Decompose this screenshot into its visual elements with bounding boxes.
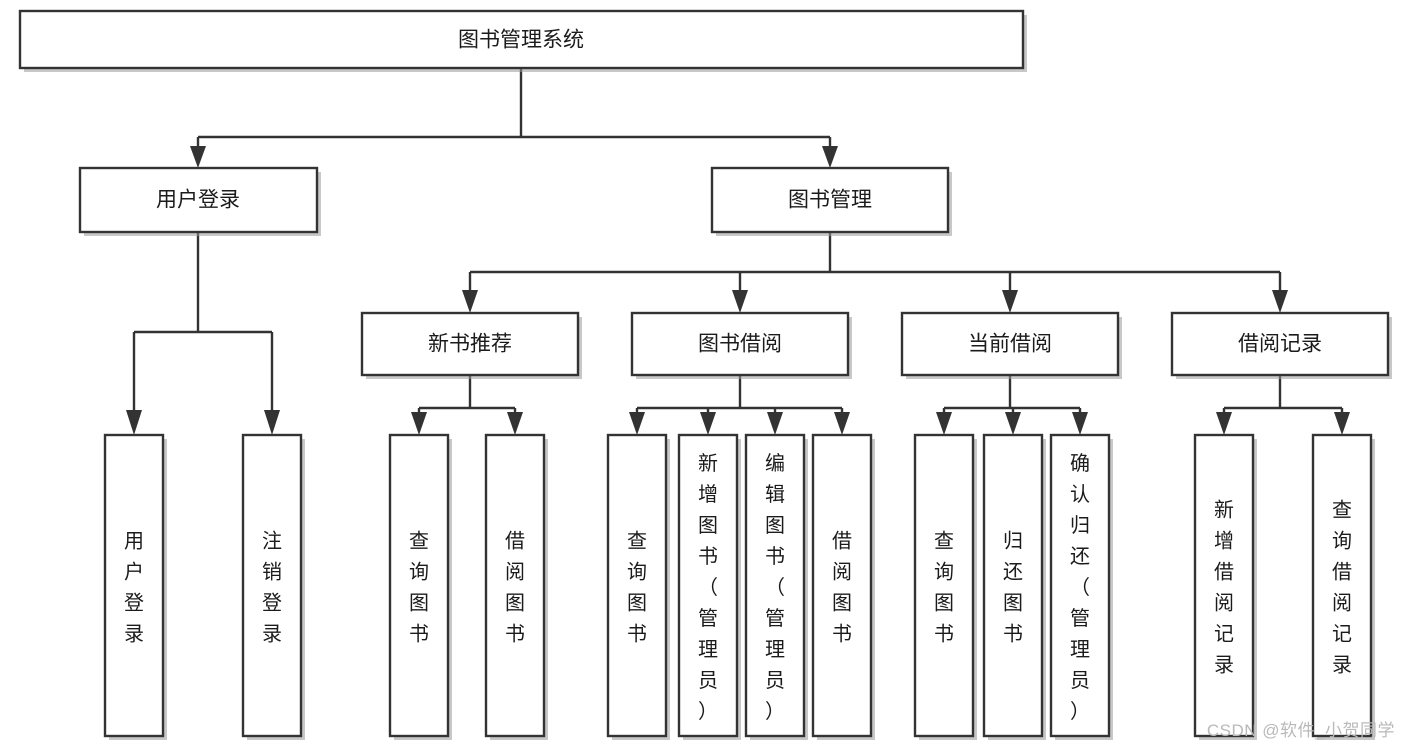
leaf-node-0-box [103, 433, 165, 738]
leaf-node-8-label: 查询图书 [934, 530, 954, 646]
leaf-node-6-label: 编辑图书（管理员） [765, 452, 785, 723]
node-new-book-recommend[interactable]: 新书推荐 [360, 311, 582, 379]
node-user-login-label: 用户登录 [156, 189, 240, 212]
arrow-head-record [1272, 290, 1288, 313]
node-borrow-record-label: 借阅记录 [1238, 333, 1322, 356]
arrow-head-leaf-add-book [700, 412, 716, 435]
leaf-node-4-label: 查询图书 [627, 530, 647, 646]
leaf-node-12[interactable]: 查询借阅记录 [1311, 433, 1375, 740]
arrow-head-leaf-logout [264, 410, 280, 435]
node-book-borrow[interactable]: 图书借阅 [630, 311, 852, 379]
node-book-management[interactable]: 图书管理 [710, 166, 952, 236]
leaf-node-5-box [677, 433, 739, 738]
node-borrow-record-box [1170, 311, 1390, 377]
leaf-node-9-label: 归还图书 [1003, 530, 1023, 646]
leaf-node-12-label: 查询借阅记录 [1332, 499, 1352, 677]
node-book-management-label: 图书管理 [788, 189, 872, 212]
arrow-head-leaf-confirm-return [1072, 412, 1088, 435]
node-new-book-recommend-label: 新书推荐 [428, 333, 512, 356]
leaf-node-7-label: 借阅图书 [832, 530, 852, 646]
arrow-head-current [1002, 290, 1018, 313]
node-current-borrow-label: 当前借阅 [968, 333, 1052, 356]
leaf-node-6[interactable]: 编辑图书（管理员） [744, 433, 808, 740]
arrow-head-book-mgmt [822, 146, 838, 168]
leaf-node-8[interactable]: 查询图书 [913, 433, 977, 740]
arrow-head-leaf-borrow-book-2 [834, 412, 850, 435]
leaf-node-10[interactable]: 确认归还（管理员） [1049, 433, 1113, 740]
arrow-head-user-login [190, 146, 206, 168]
leaf-node-1[interactable]: 注销登录 [241, 433, 305, 740]
leaf-node-7-box [811, 433, 873, 738]
leaf-node-11-box [1193, 433, 1255, 738]
leaf-node-7[interactable]: 借阅图书 [811, 433, 875, 740]
leaf-node-layer: 用户登录 注销登录 查询图书 借阅图书 查询图书 新增图书（管理员） 编辑图书（管理员） 借阅… [103, 433, 1375, 740]
watermark-credit: CSDN @软件_小贺同学 [1206, 721, 1395, 740]
node-current-borrow-box [900, 311, 1120, 377]
arrow-head-leaf-query-record [1334, 412, 1350, 435]
leaf-node-5[interactable]: 新增图书（管理员） [677, 433, 741, 740]
leaf-node-2[interactable]: 查询图书 [388, 433, 452, 740]
arrow-head-leaf-query-book-1 [411, 412, 427, 435]
arrow-head-leaf-user-login [126, 410, 142, 435]
node-book-borrow-box [630, 311, 850, 377]
leaf-node-8-box [913, 433, 975, 738]
leaf-node-12-box [1311, 433, 1373, 738]
leaf-node-2-box [388, 433, 450, 738]
node-user-login-box [78, 166, 319, 234]
node-new-book-recommend-box [360, 311, 580, 377]
node-root-box [18, 9, 1025, 70]
leaf-node-3-label: 借阅图书 [505, 530, 525, 646]
arrow-head-leaf-query-book-3 [936, 412, 952, 435]
arrow-head-leaf-add-record [1216, 412, 1232, 435]
connector-group [126, 68, 1350, 435]
leaf-node-5-label: 新增图书（管理员） [698, 452, 718, 723]
arrow-head-leaf-query-book-2 [629, 412, 645, 435]
leaf-node-0[interactable]: 用户登录 [103, 433, 167, 740]
leaf-node-2-label: 查询图书 [409, 530, 429, 646]
leaf-node-11[interactable]: 新增借阅记录 [1193, 433, 1257, 740]
node-borrow-record[interactable]: 借阅记录 [1170, 311, 1392, 379]
node-root-label: 图书管理系统 [458, 29, 584, 52]
arrow-head-leaf-borrow-book-1 [507, 412, 523, 435]
leaf-node-0-label: 用户登录 [124, 531, 144, 646]
leaf-node-10-label: 确认归还（管理员） [1070, 452, 1090, 723]
node-user-login[interactable]: 用户登录 [78, 166, 321, 236]
leaf-node-11-label: 新增借阅记录 [1214, 499, 1234, 677]
leaf-node-9-box [982, 433, 1044, 738]
leaf-node-3-box [484, 433, 546, 738]
leaf-node-4[interactable]: 查询图书 [606, 433, 670, 740]
arrow-head-new-book [462, 290, 478, 313]
node-root[interactable]: 图书管理系统 [18, 9, 1027, 72]
arrow-head-leaf-edit-book [767, 412, 783, 435]
leaf-node-3[interactable]: 借阅图书 [484, 433, 548, 740]
leaf-node-4-box [606, 433, 668, 738]
node-book-borrow-label: 图书借阅 [698, 333, 782, 356]
leaf-node-1-box [241, 433, 303, 738]
leaf-node-10-box [1049, 433, 1111, 738]
leaf-node-6-box [744, 433, 806, 738]
node-book-management-box [710, 166, 950, 234]
node-current-borrow[interactable]: 当前借阅 [900, 311, 1122, 379]
arrow-head-borrow [732, 290, 748, 313]
leaf-node-9[interactable]: 归还图书 [982, 433, 1046, 740]
leaf-node-1-label: 注销登录 [262, 530, 282, 646]
arrow-head-leaf-return-book [1005, 412, 1021, 435]
